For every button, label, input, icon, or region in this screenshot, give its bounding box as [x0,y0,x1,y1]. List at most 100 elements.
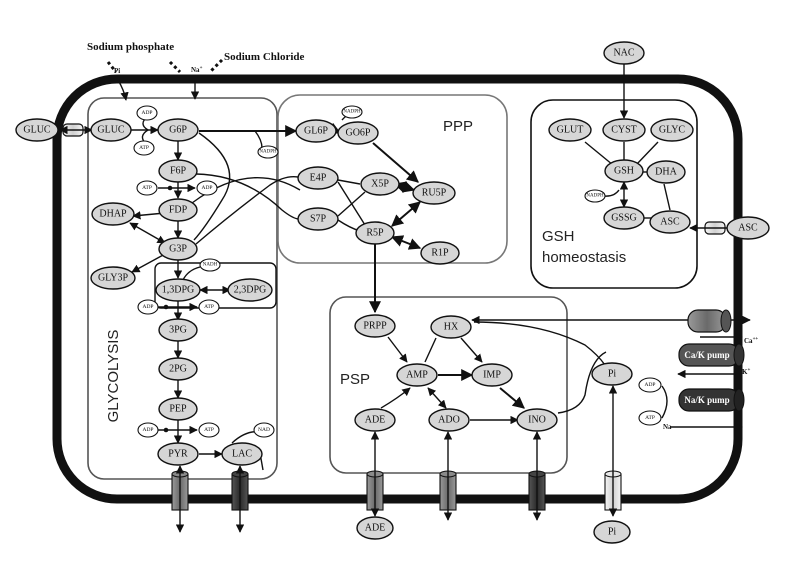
nadph-gsh-node-shape [584,189,606,203]
dha-node-shape [646,160,686,184]
prpp-node-shape [354,314,396,338]
13dpg-node-label: 1,3DPG [162,285,195,296]
s7p-x5p-cross [337,191,366,217]
ppp-label: PPP [443,118,473,135]
23dpg-node-shape [227,278,273,302]
gly3p-node: GLY3P [90,266,136,290]
gssg-node-label: GSSG [611,213,637,224]
adp-nak-node-shape [638,377,662,393]
cyst-node: CYST [602,118,646,142]
adp-atp-pep-dot [163,427,169,433]
s7p-node-label: S7P [310,214,327,225]
x5p-node-shape [360,172,400,196]
g6p-curve-to-g3p [193,132,231,241]
gsh-label-line2: homeostasis [542,249,626,266]
ade-node-label: ADE [365,415,386,426]
atp-g6p-node-label: ATP [139,145,149,151]
atp-nak-node-label: ATP [645,415,655,421]
gsh-label-line1: GSH [542,228,575,245]
na-dotted-right [208,58,224,74]
dha-asc [663,183,671,211]
pyr-node: PYR [157,442,199,466]
s7p-node-shape [297,207,339,231]
pep-node-shape [158,397,198,421]
g3p-node-shape [158,237,198,261]
glut-node-shape [548,118,592,142]
ade-node: ADE [354,408,396,432]
gluc-inside-node-shape [90,118,132,142]
sodium-phosphate-label: Sodium phosphate [87,41,174,53]
cell-membrane [52,74,743,504]
gsh-node-shape [604,159,644,183]
23dpg-node: 2,3DPG [227,278,273,302]
dhap-node-label: DHAP [99,209,127,220]
2pg-node-shape [158,357,198,381]
ru5p-r5p [391,201,421,227]
gssg-node-shape [603,206,645,230]
nadph-gsh-node: NADPH [584,189,606,203]
atp-g6p-node-shape [133,140,155,156]
3pg-node-shape [158,318,198,342]
adp-13dpg-node-label: ADP [142,304,153,310]
ino-node-label: INO [528,415,546,426]
glyc-node-label: GLYC [659,125,686,136]
23dpg-node-label: 2,3DPG [234,285,267,296]
nadph-g6p-curve [254,130,263,149]
hx-node-shape [430,315,472,339]
gly3p-node-shape [90,266,136,290]
pi-inside-node: Pi [591,362,633,386]
amp-node-label: AMP [406,370,428,381]
glycolysis-label: GLYCOLYSIS [105,330,122,423]
g6p-node-label: G6P [169,125,187,136]
hx-to-pi-curve [473,321,606,366]
ade-outside-node-shape [356,516,394,540]
ru5p-node-label: RU5P [422,188,447,199]
ade-to-amp [380,387,411,409]
f6p-node-shape [158,159,198,183]
ru5p-node: RU5P [412,181,456,205]
adp-13dpg-node-shape [137,299,159,315]
13dpg-node: 1,3DPG [155,278,201,302]
adp-g6p-node-label: ADP [141,110,152,116]
adp-atp-13dpg-dot [163,304,169,310]
nadph-g6p-node-shape [257,145,279,159]
gssg-node: GSSG [603,206,645,230]
pi-outside-node: Pi [593,520,631,544]
r1p-node: R1P [420,241,460,265]
imp-node-label: IMP [483,370,501,381]
x5p-node: X5P [360,172,400,196]
f6p-curve-to-s7p [195,173,299,220]
na-input-label: Na+ [191,66,203,74]
gluc-outside-node-label: GLUC [23,125,51,136]
atp-f6p-node-label: ATP [142,185,152,191]
atp-g6p-node: ATP [133,140,155,156]
gluc-inside-node-label: GLUC [97,125,125,136]
adp-atp-g6p-curve [141,115,150,145]
atp-f6p-node-shape [136,180,158,196]
gluc-outside-node-shape [15,118,59,142]
atp-pep-node-label: ATP [204,427,214,433]
ca-ion-label: Ca++ [744,337,758,345]
ca-k-pump-label: Ca/K pump [684,350,729,360]
nac-node-label: NAC [613,48,634,59]
dha-node: DHA [646,160,686,184]
ru5p-node-shape [412,181,456,205]
gluc-outside-node: GLUC [15,118,59,142]
dhap-node-shape [91,202,135,226]
asc-outside-node-shape [726,216,770,240]
g6p-node: G6P [157,118,199,142]
g3p-node: G3P [158,237,198,261]
dha-node-label: DHA [655,167,677,178]
na-ion-label: Na [663,423,672,431]
sodium-chloride-label: Sodium Chloride [224,51,304,63]
adp-pep-node: ADP [137,422,159,438]
adp-nak-node-label: ADP [644,382,655,388]
nadph-gsh-node-label: NADPH [586,194,604,199]
s7p-node: S7P [297,207,339,231]
nadh-13dpg [182,266,201,281]
atp-13dpg-node: ATP [198,299,220,315]
pi-input-arrow [117,79,129,101]
ado-node-label: ADO [438,415,460,426]
fdp-node-shape [158,198,198,222]
